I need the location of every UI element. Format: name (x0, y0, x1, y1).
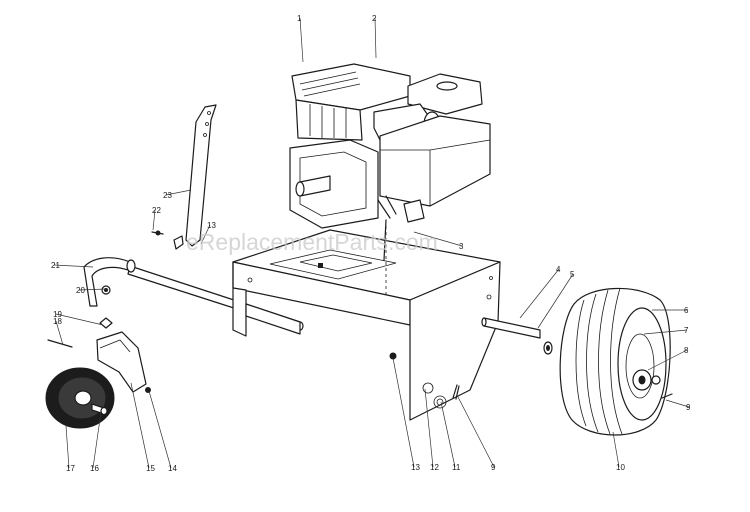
leader-lines (53, 17, 690, 469)
leader-p11 (440, 401, 456, 468)
handle-bolt (151, 230, 184, 250)
part-label-p21: 21 (51, 261, 60, 270)
leader-p4 (519, 268, 560, 319)
leader-p1 (299, 17, 304, 63)
part-label-p9a: 9 (686, 403, 691, 412)
part-label-p12: 12 (430, 463, 439, 472)
part-label-p5: 5 (570, 270, 575, 279)
handle-bar (185, 104, 217, 247)
leader-p13b (200, 224, 211, 245)
part-label-p13b: 13 (207, 221, 216, 230)
watermark-text: eReplacementParts.com (186, 229, 438, 255)
leader-p22 (152, 209, 156, 231)
engine (289, 63, 491, 261)
caster-bolt (47, 317, 113, 348)
part-label-p20: 20 (76, 286, 85, 295)
leader-p8 (647, 349, 688, 371)
frame-shaft (245, 303, 301, 335)
caster-arm (83, 257, 136, 307)
part-label-p22: 22 (152, 206, 161, 215)
leader-p9b (456, 394, 495, 468)
part-label-p16: 16 (90, 464, 99, 473)
caster-fork (96, 331, 151, 393)
leader-p20 (78, 288, 107, 291)
leader-p18 (55, 320, 64, 346)
leader-p3 (413, 231, 463, 247)
part-label-p9b: 9 (491, 463, 496, 472)
leader-p7 (643, 329, 688, 335)
leader-p14 (148, 390, 172, 469)
part-label-p19: 19 (53, 310, 62, 319)
part-label-p15: 15 (146, 464, 155, 473)
leader-p15 (130, 382, 150, 469)
part-label-p8: 8 (684, 346, 689, 355)
leader-p9a (665, 399, 690, 408)
axle-shaft (481, 317, 553, 355)
leader-p17 (65, 425, 70, 469)
leader-p21 (53, 264, 94, 268)
part-label-p23: 23 (163, 191, 172, 200)
part-label-p17: 17 (66, 464, 75, 473)
part-label-p14: 14 (168, 464, 177, 473)
part-label-p7: 7 (684, 326, 689, 335)
leader-p23 (165, 189, 192, 196)
part-label-p4: 4 (556, 265, 561, 274)
part-label-p10: 10 (616, 463, 625, 472)
part-label-p6: 6 (684, 306, 689, 315)
caster-wheel (45, 367, 115, 429)
leader-p16 (92, 411, 102, 469)
leader-p10 (612, 431, 620, 468)
leader-p19 (55, 313, 104, 326)
leader-p12 (424, 388, 434, 468)
drive-wheel (559, 287, 673, 436)
part-label-p18: 18 (53, 317, 62, 326)
part-label-p13a: 13 (411, 463, 420, 472)
part-label-p11: 11 (452, 463, 461, 472)
part-label-p2: 2 (372, 14, 377, 23)
part-label-p1: 1 (297, 14, 302, 23)
leader-p13a (392, 357, 415, 468)
part-label-p3: 3 (459, 242, 464, 251)
leader-p5 (537, 273, 574, 329)
leader-p2 (374, 17, 377, 59)
